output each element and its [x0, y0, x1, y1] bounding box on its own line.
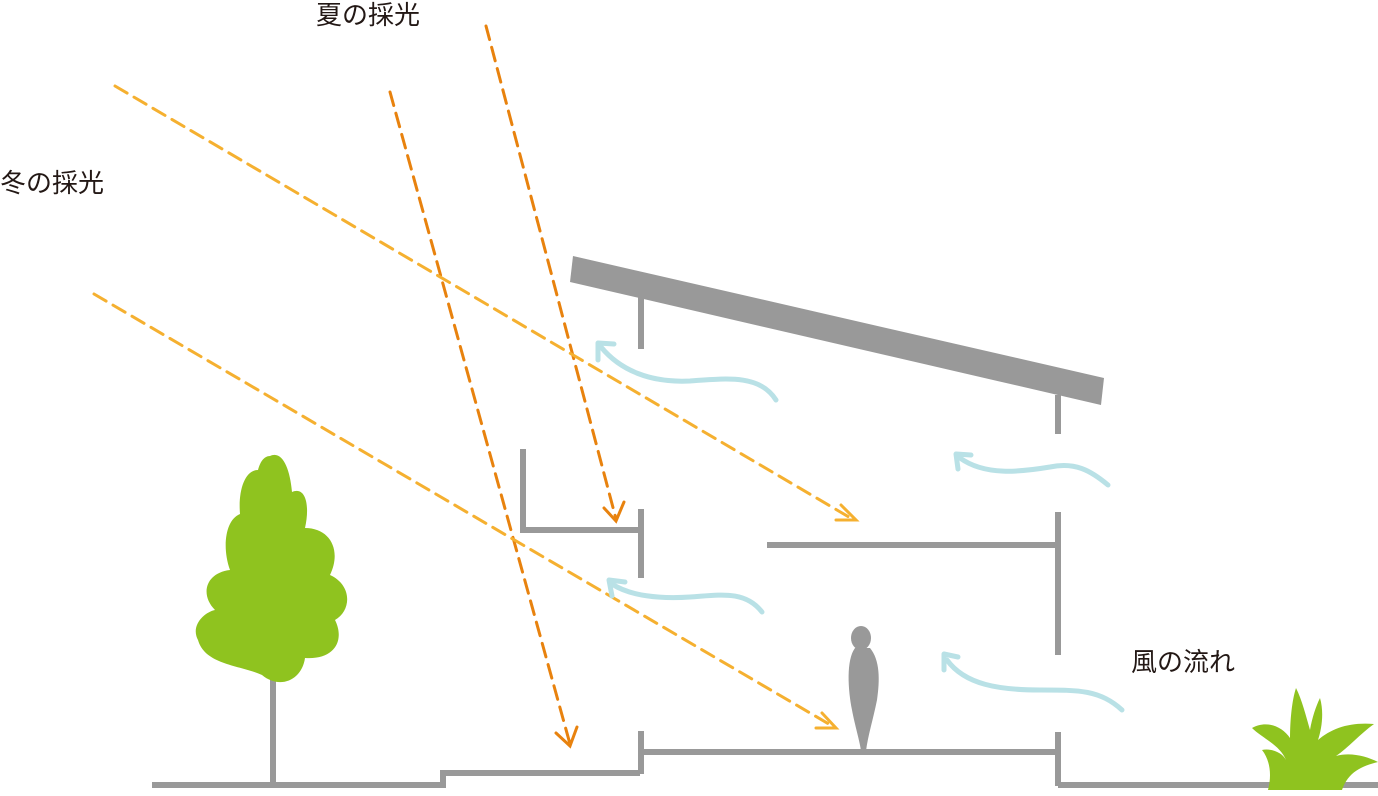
winter-light-label: 冬の採光	[0, 169, 105, 199]
summer-arrow-2-head	[554, 725, 579, 749]
tree-icon	[195, 454, 348, 785]
summer-arrow-1-head	[602, 500, 626, 524]
winter-arrow-2-head	[814, 711, 840, 730]
person-silhouette-icon	[848, 626, 879, 751]
summer-arrow-2	[388, 90, 572, 746]
wind-arrow-1	[598, 344, 779, 403]
winter-arrow-1-head	[834, 503, 860, 522]
summer-light-label: 夏の採光	[316, 1, 421, 31]
summer-arrow-1	[484, 24, 618, 521]
balcony	[520, 449, 641, 533]
winter-light-arrows	[92, 84, 860, 730]
ground	[152, 770, 1378, 788]
summer-light-arrows	[388, 24, 626, 749]
wind-arrow-3	[609, 581, 765, 615]
wind-arrow-1-head	[595, 340, 617, 363]
winter-arrow-1	[113, 84, 856, 522]
wind-arrow-2-head	[953, 451, 974, 472]
wind-flow-label: 風の流れ	[1131, 648, 1236, 678]
ground-line-left	[152, 770, 640, 788]
winter-arrow-2	[92, 292, 836, 729]
wind-flow-arrows	[595, 340, 1125, 713]
house-structure	[520, 256, 1104, 786]
wind-arrow-4-head	[941, 651, 961, 673]
wind-arrow-2	[957, 455, 1111, 488]
wind-arrow-3-head	[606, 577, 628, 599]
roof	[570, 256, 1104, 405]
wind-arrow-4	[944, 657, 1125, 713]
shrub-icon	[1252, 688, 1378, 790]
